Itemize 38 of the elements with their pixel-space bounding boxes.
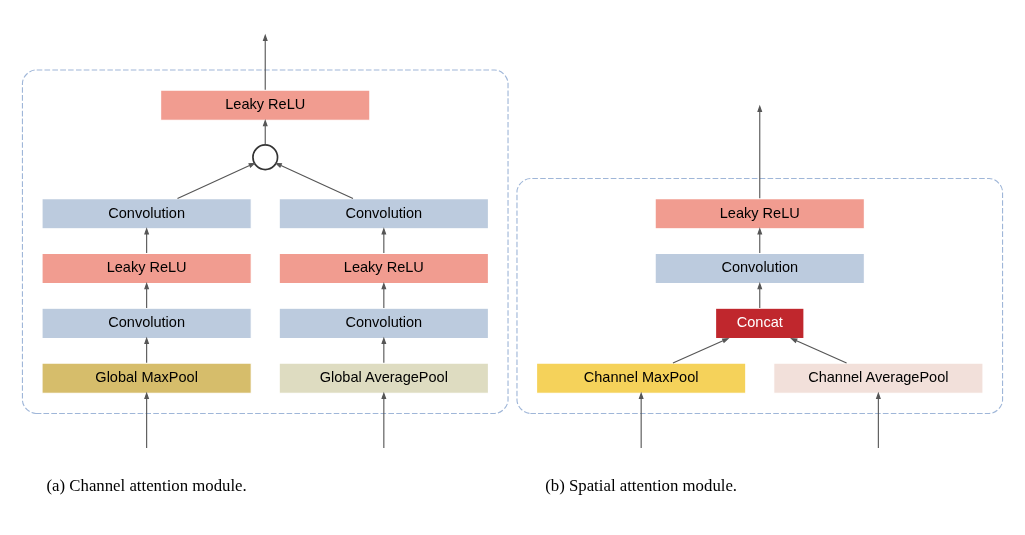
node-box: Concat <box>715 307 805 339</box>
arrow <box>144 336 150 363</box>
arrow <box>262 33 268 90</box>
node-box: Leaky ReLU <box>160 89 371 121</box>
arrow <box>790 337 848 364</box>
arrow <box>757 226 763 254</box>
node-box: Leaky ReLU <box>278 252 489 284</box>
node-box: Leaky ReLU <box>654 197 865 229</box>
arrow <box>381 226 387 254</box>
arrow <box>381 336 387 363</box>
node-box: Convolution <box>41 307 252 339</box>
arrow <box>875 391 881 449</box>
arrow <box>262 118 268 145</box>
label: (b) Spatial attention module. <box>545 475 738 495</box>
node-box: Convolution <box>278 307 489 339</box>
arrow <box>381 391 387 449</box>
node-box: Global MaxPool <box>41 362 252 394</box>
cluster <box>21 68 509 414</box>
arrow <box>638 391 644 449</box>
arrow <box>176 162 256 199</box>
node-box: Convolution <box>654 252 865 284</box>
arrow <box>381 281 387 308</box>
label: (a) Channel attention module. <box>46 475 247 495</box>
arrow <box>144 281 150 308</box>
arrow <box>144 226 150 254</box>
arrow <box>757 104 763 199</box>
node-box: Leaky ReLU <box>41 252 252 284</box>
arrow <box>144 391 150 449</box>
arrow <box>757 281 763 308</box>
arrow <box>274 162 354 199</box>
node-box: Convolution <box>278 197 489 229</box>
arrow <box>672 337 730 364</box>
node-box: Channel AveragePool <box>773 362 984 394</box>
node-box: Channel MaxPool <box>536 362 747 394</box>
node-box: Convolution <box>41 197 252 229</box>
node-box: Global AveragePool <box>278 362 489 394</box>
cluster <box>516 177 1004 414</box>
node-circle <box>252 143 279 170</box>
